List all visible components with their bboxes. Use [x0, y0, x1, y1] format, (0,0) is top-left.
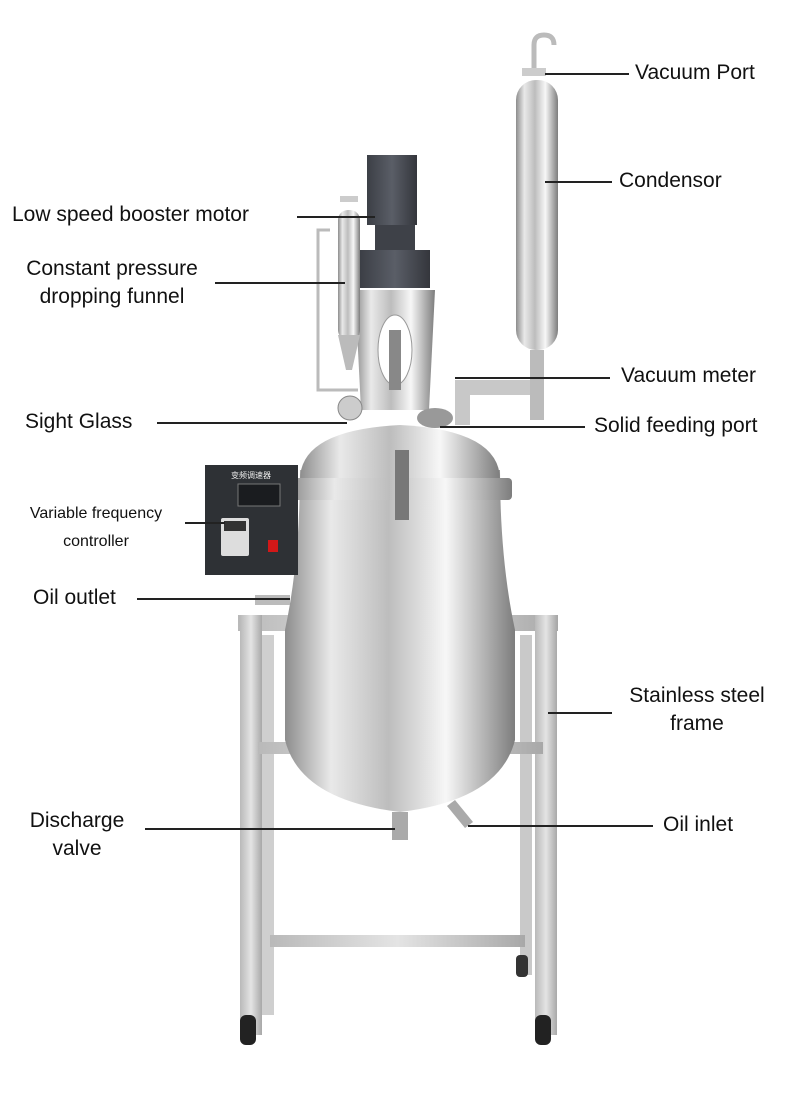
label-vfc: Variable frequency controller: [6, 500, 186, 556]
leader-solid-feeding: [440, 426, 585, 428]
label-vfc-line2: controller: [63, 533, 129, 550]
label-vacuum-meter: Vacuum meter: [621, 364, 756, 387]
label-solid-feeding-port: Solid feeding port: [594, 414, 758, 437]
leader-oil-outlet: [137, 598, 290, 600]
label-condensor: Condensor: [619, 169, 722, 192]
label-funnel-line1: Constant pressure: [26, 257, 198, 280]
leader-vacuum-port: [545, 73, 629, 75]
label-motor: Low speed booster motor: [12, 203, 249, 226]
frequency-controller-box: 变频调速器: [205, 465, 298, 575]
leader-funnel: [215, 282, 345, 284]
controller-panel-title: 变频调速器: [231, 470, 271, 480]
leader-sight-glass: [157, 422, 347, 424]
leader-vfc: [185, 522, 225, 524]
label-funnel: Constant pressure dropping funnel: [2, 255, 222, 311]
reactor-vessel: [255, 425, 515, 840]
label-discharge-line1: Discharge: [29, 809, 125, 832]
condenser: [455, 32, 558, 425]
label-oil-outlet: Oil outlet: [33, 586, 116, 609]
leader-oil-inlet: [468, 825, 653, 827]
leader-discharge: [145, 828, 395, 830]
leader-vacuum-meter: [455, 377, 610, 379]
leader-frame: [548, 712, 612, 714]
label-oil-inlet: Oil inlet: [663, 813, 734, 836]
booster-motor: [355, 155, 435, 410]
label-frame-line2: frame: [670, 712, 724, 735]
label-funnel-line2: dropping funnel: [39, 285, 185, 308]
label-frame: Stainless steel frame: [612, 682, 782, 738]
dropping-funnel: [316, 196, 360, 392]
label-discharge-valve: Discharge valve: [12, 807, 142, 863]
label-vfc-line1: Variable frequency: [29, 505, 163, 522]
label-sight-glass: Sight Glass: [25, 410, 133, 433]
leader-motor: [297, 216, 375, 218]
label-frame-line1: Stainless steel: [629, 684, 765, 707]
label-discharge-line2: valve: [52, 837, 102, 860]
label-vacuum-port: Vacuum Port: [635, 61, 755, 84]
leader-condensor: [545, 181, 612, 183]
